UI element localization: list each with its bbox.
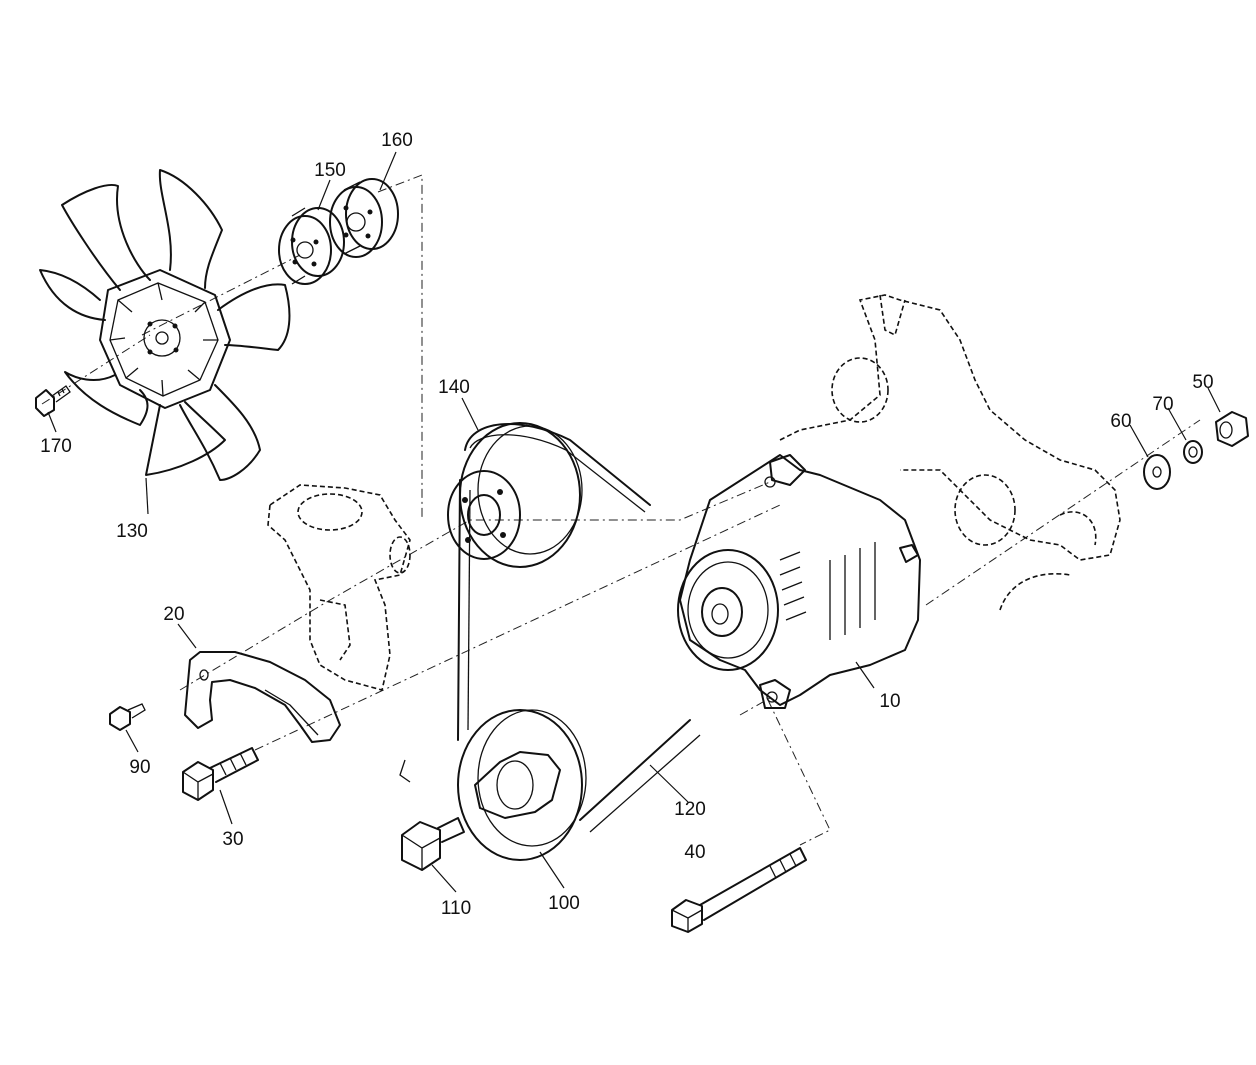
callout-130: 130 (116, 521, 148, 542)
bolt-30 (182, 747, 259, 801)
callout-160: 160 (381, 130, 413, 151)
callout-100: 100 (548, 893, 580, 914)
callout-70: 70 (1152, 394, 1173, 415)
lock-washer-70 (1183, 440, 1203, 464)
alternator-10 (677, 454, 921, 709)
fan-spacer-150 (278, 207, 345, 285)
callout-10: 10 (879, 691, 900, 712)
fan-bolt-170 (35, 385, 71, 417)
callout-150: 150 (314, 160, 346, 181)
water-pump-housing (267, 484, 411, 691)
pulley-flange-160 (329, 178, 399, 258)
washer-60 (1143, 454, 1171, 490)
callout-90: 90 (129, 757, 150, 778)
callout-40: 40 (684, 842, 705, 863)
assembly-axes (41, 174, 1201, 846)
water-pump-pulley-140 (447, 422, 583, 568)
leader-lines (47, 151, 1221, 893)
bolt-90 (109, 703, 146, 731)
bolt-110 (401, 817, 465, 871)
cooling-fan (39, 169, 291, 481)
bolt-40 (671, 847, 807, 933)
bracket-20 (184, 651, 341, 743)
callout-30: 30 (222, 829, 243, 850)
crank-pulley-100 (399, 709, 587, 861)
callout-170: 170 (40, 436, 72, 457)
callout-20: 20 (163, 604, 184, 625)
callout-120: 120 (674, 799, 706, 820)
callout-labels: 160 150 140 130 170 20 90 30 110 100 120… (40, 130, 1213, 919)
callout-50: 50 (1192, 372, 1213, 393)
engine-block (779, 294, 1121, 611)
callout-140: 140 (438, 377, 470, 398)
callout-110: 110 (441, 898, 471, 919)
nut-50 (1215, 411, 1249, 447)
callout-60: 60 (1110, 411, 1131, 432)
